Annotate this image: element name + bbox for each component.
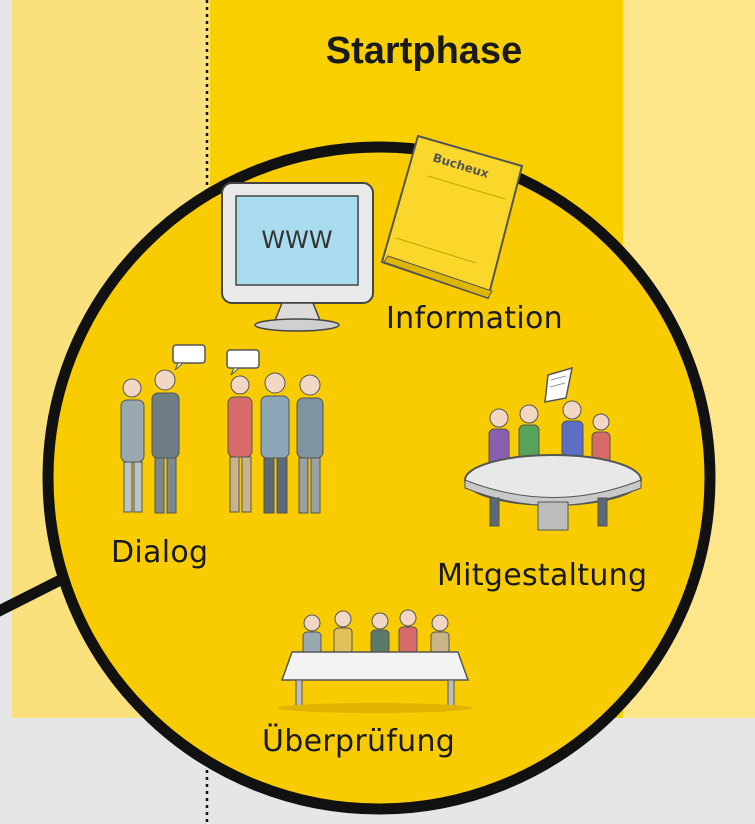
monitor-icon: WWW [221, 182, 374, 332]
magnifier-lens [42, 141, 716, 815]
label-information: Information [386, 301, 563, 336]
label-mitgestaltung: Mitgestaltung [437, 558, 648, 593]
label-ueberpruefung: Überprüfung [262, 724, 456, 759]
round-table-illustration [464, 366, 642, 531]
phase-title: Startphase [325, 30, 523, 72]
brochure-icon: Bucheux [380, 134, 524, 300]
monitor-www-text: WWW [261, 226, 332, 254]
dialog-people-illustration [120, 344, 324, 514]
label-dialog: Dialog [111, 535, 209, 570]
meeting-table-illustration [277, 609, 473, 713]
